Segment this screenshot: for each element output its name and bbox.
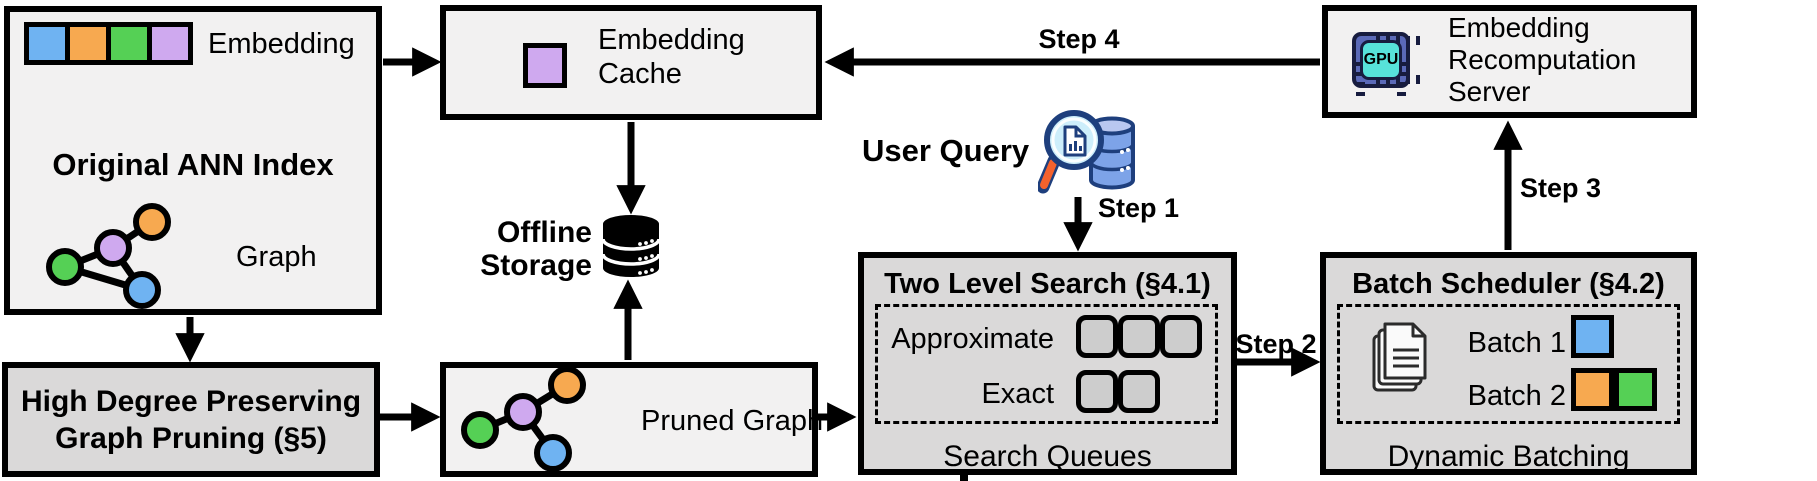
embedding-cell-green (111, 27, 147, 60)
gpu-chip-icon: GPU (1340, 20, 1422, 100)
dynamic-batching-panel (1337, 304, 1680, 424)
batch2-label: Batch 2 (1467, 380, 1566, 412)
queue-slot (1076, 315, 1118, 358)
approximate-queue-slots (1076, 315, 1202, 358)
server-label-line3: Server (1448, 76, 1531, 107)
pruned-node-orange (548, 366, 586, 404)
batch2-item-orange (1571, 368, 1614, 411)
query-search-icon (1038, 110, 1135, 194)
step1-label: Step 1 (1098, 193, 1180, 223)
dynamic-batching-footer: Dynamic Batching (1387, 440, 1630, 473)
batch2-item-green (1614, 368, 1657, 411)
server-label-line1: Embedding (1448, 12, 1590, 43)
two-level-search-box: Two Level Search (§4.1) Approximate Exac… (858, 252, 1237, 475)
exact-queue-slots (1076, 370, 1160, 413)
step3-label: Step 3 (1520, 173, 1602, 203)
pruned-node-green (461, 411, 499, 449)
batch-scheduler-title: Batch Scheduler (§4.2) (1352, 268, 1665, 300)
pruned-graph-label: Pruned Graph (641, 405, 824, 437)
cache-label-line2: Cache (598, 58, 682, 90)
original-ann-index-box: Embedding Original ANN Index Graph (4, 6, 382, 315)
exact-label: Exact (981, 378, 1054, 410)
embedding-vector-icon (24, 22, 193, 65)
batch1-item-blue (1571, 315, 1614, 358)
offline-storage-label: Offline Storage (420, 216, 592, 282)
graph-node-orange (133, 203, 171, 241)
two-level-search-title: Two Level Search (§4.1) (884, 268, 1211, 300)
queue-slot (1076, 370, 1118, 413)
graph-pruning-box: High Degree Preserving Graph Pruning (§5… (2, 362, 380, 477)
search-queues-panel (875, 304, 1218, 424)
pruned-node-purple (504, 393, 542, 431)
pruning-title-line1: High Degree Preserving (20, 384, 362, 418)
embedding-label: Embedding (208, 27, 355, 60)
step4-label: Step 4 (1038, 24, 1120, 54)
graph-node-blue (123, 271, 161, 309)
server-label-line2: Recomputation (1448, 44, 1637, 75)
gpu-chip-label: GPU (1363, 51, 1399, 68)
pruned-node-blue (534, 434, 572, 472)
graph-icon (46, 203, 171, 309)
queue-slot (1118, 370, 1160, 413)
embedding-cell-blue (29, 27, 65, 60)
search-queues-footer: Search Queues (943, 440, 1152, 473)
cropped-line-stub (960, 473, 968, 481)
step2-label: Step 2 (1235, 329, 1317, 359)
graph-node-purple (94, 229, 132, 267)
cached-embedding-icon (523, 43, 567, 88)
offline-storage-line1: Offline (497, 216, 592, 249)
queue-slot (1118, 315, 1160, 358)
recomputation-server-box: GPU Embedding Recomputation Server (1322, 5, 1697, 118)
offline-storage-line2: Storage (480, 249, 592, 282)
documents-icon (1372, 322, 1427, 392)
embedding-cell-orange (70, 27, 106, 60)
graph-label: Graph (236, 241, 317, 273)
batch1-items (1571, 315, 1614, 358)
approximate-label: Approximate (891, 323, 1054, 355)
database-icon (601, 215, 661, 277)
batch-scheduler-box: Batch Scheduler (§4.2) Batch 1 Batch 2 D… (1320, 252, 1697, 475)
pruned-graph-box: Pruned Graph (440, 362, 823, 477)
batch1-label: Batch 1 (1467, 327, 1566, 359)
queue-slot (1160, 315, 1202, 358)
pruned-graph-icon (461, 366, 586, 472)
embedding-cell-purple (152, 27, 188, 60)
batch2-items (1571, 368, 1657, 411)
user-query-label: User Query (862, 133, 1030, 168)
graph-node-green (46, 248, 84, 286)
embedding-cache-box: Embedding Cache (440, 5, 822, 120)
pruning-title-line2: Graph Pruning (§5) (55, 421, 327, 455)
ann-index-title: Original ANN Index (52, 147, 334, 182)
cache-label-line1: Embedding (598, 24, 745, 56)
